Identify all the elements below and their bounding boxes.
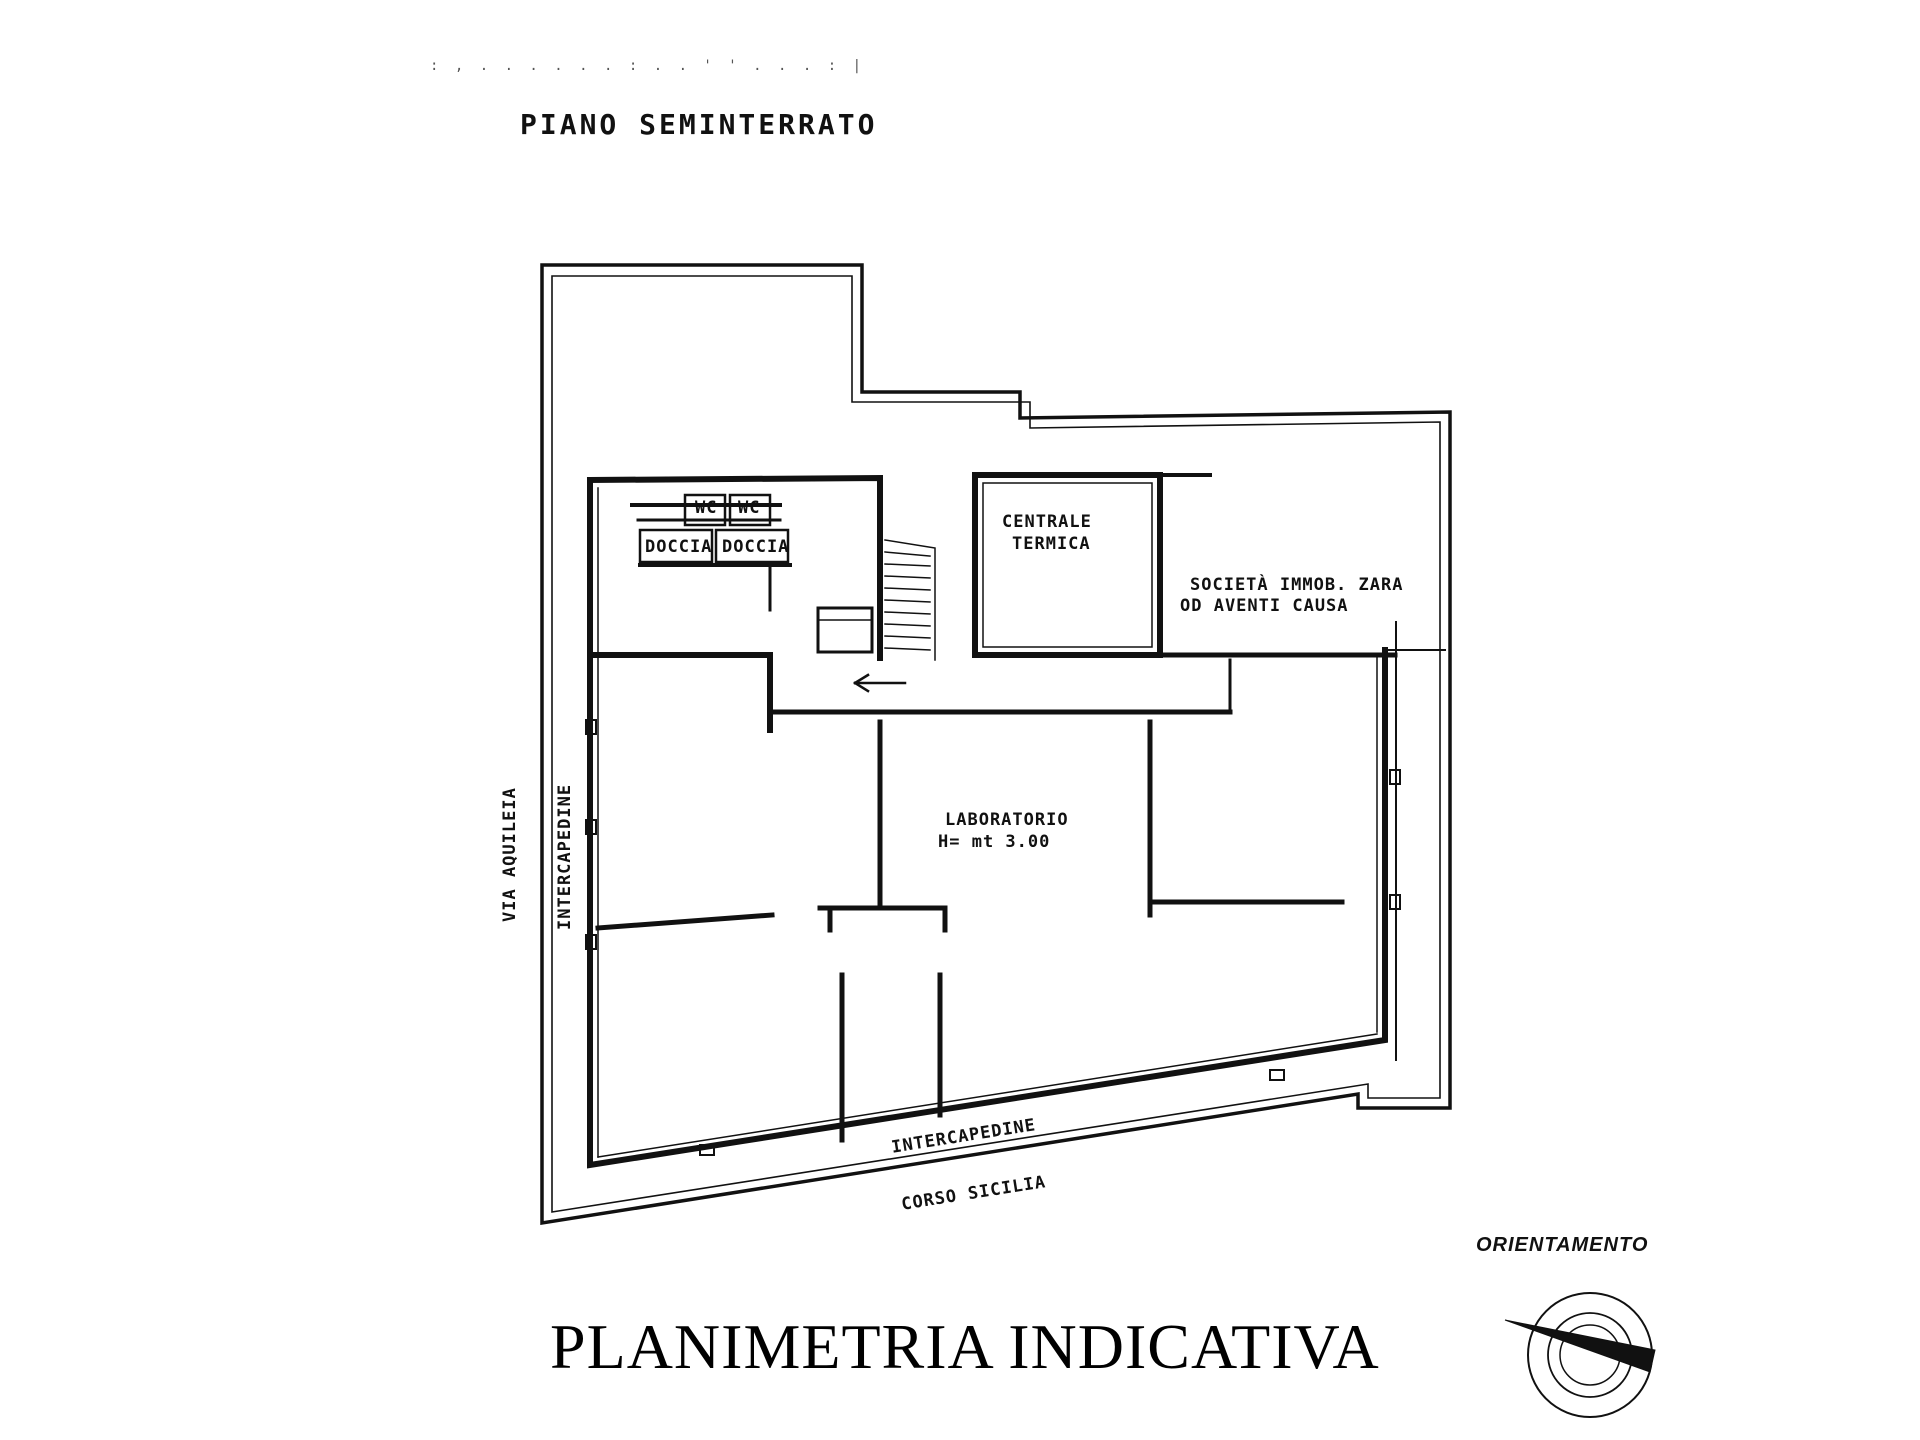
outer-boundary (540, 263, 1452, 1226)
boiler-room-walls (972, 472, 1398, 658)
bathroom-block (587, 493, 874, 733)
room-label-wc-2: WC (738, 498, 761, 518)
room-label-aventi-causa: OD AVENTI CAUSA (1180, 596, 1349, 616)
room-label-centrale: CENTRALE (1002, 512, 1092, 532)
room-label-wc-1: WC (695, 498, 718, 518)
compass-rose-icon (1504, 1292, 1656, 1418)
interior-partitions (595, 899, 1345, 1143)
staircase-icon (884, 539, 936, 661)
scan-artifact-text: : , . . . . . . : . . ' ' . . . : | (430, 58, 866, 74)
orientation-label: ORIENTAMENTO (1476, 1234, 1649, 1256)
structural-columns (585, 719, 1401, 1156)
arrow-left-icon (853, 673, 907, 693)
room-label-doccia-2: DOCCIA (722, 537, 790, 557)
room-label-laboratorio: LABORATORIO (945, 810, 1069, 830)
room-label-termica: TERMICA (1012, 534, 1091, 554)
room-label-societa: SOCIETÀ IMMOB. ZARA (1190, 575, 1404, 595)
room-height-label: H= mt 3.00 (938, 832, 1051, 852)
building-outline (586, 474, 1446, 1169)
street-label-via-aquileia: VIA AQUILEIA (500, 787, 520, 922)
corridor-walls (767, 658, 1233, 918)
floor-title: PIANO SEMINTERRATO (520, 108, 878, 141)
room-label-doccia-1: DOCCIA (645, 537, 713, 557)
main-title: PLANIMETRIA INDICATIVA (550, 1311, 1380, 1382)
intercapedine-label-left: INTERCAPEDINE (555, 783, 575, 930)
